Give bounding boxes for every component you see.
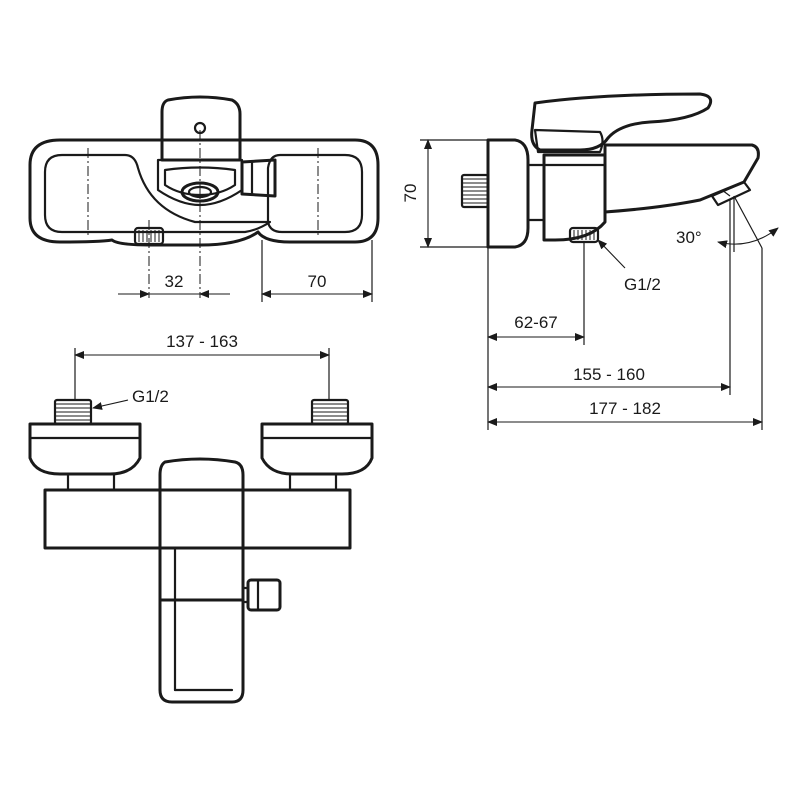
front-main-body [43, 488, 352, 550]
side-body [542, 153, 607, 242]
dim-label-center-distance: 137 - 163 [166, 332, 238, 351]
angle-arc [717, 227, 779, 249]
dim-label-height: 70 [401, 184, 420, 203]
side-spout [603, 143, 760, 214]
spout-outlet [180, 181, 220, 203]
top-view-left-recess [43, 153, 272, 234]
angle-label: 30° [676, 228, 702, 247]
front-left-thread [53, 398, 93, 426]
spout-aerator [710, 180, 752, 207]
front-right-thread [310, 398, 350, 426]
front-spout [158, 548, 245, 704]
top-view: 32 70 [28, 95, 380, 302]
lever-top [160, 95, 242, 162]
front-thread-label: G1/2 [132, 387, 169, 406]
dim-label-inlet-depth: 62-67 [514, 313, 557, 332]
wall-flange [486, 138, 530, 249]
dim-label-width: 70 [308, 272, 327, 291]
front-right-eccentric [260, 422, 374, 476]
lever-base [533, 128, 604, 154]
dim-label-spout-reach: 155 - 160 [573, 365, 645, 384]
front-lever [158, 457, 245, 602]
diverter-knob [240, 158, 277, 198]
side-thread-label: G1/2 [624, 275, 661, 294]
front-view: 137 - 163 G1/2 [28, 332, 374, 704]
dim-label-32: 32 [165, 272, 184, 291]
side-lever [530, 92, 713, 152]
front-right-connector [288, 472, 338, 492]
side-neck [526, 163, 546, 222]
dim-label-total-depth: 177 - 182 [589, 399, 661, 418]
top-view-right-recess [266, 153, 364, 234]
side-view-inlet-thread [460, 173, 490, 209]
aerator-detail [721, 189, 731, 197]
front-diverter [241, 578, 282, 612]
front-left-eccentric [28, 422, 142, 476]
front-left-connector [66, 472, 116, 492]
thread-leader [92, 399, 129, 410]
side-view: G1/2 70 62-67 155 - 160 177 - 182 30° [401, 92, 779, 430]
thread-leader [597, 239, 626, 269]
